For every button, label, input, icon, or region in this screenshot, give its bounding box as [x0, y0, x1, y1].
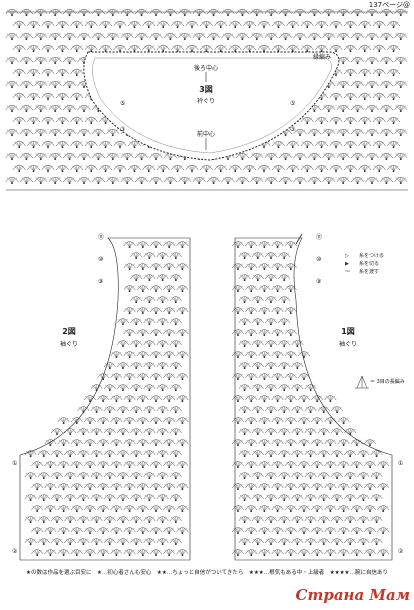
armhole-left-outline [19, 237, 191, 561]
row-marker: ⑩ [98, 256, 104, 263]
page-reference: 137ページ@ [368, 1, 410, 9]
row-marker: ① [12, 460, 18, 467]
figure3-title: 3図 [199, 85, 213, 94]
figure2-title: 2図 [62, 327, 76, 336]
stitch-symbol-label: ＝ 3目の長編み [370, 379, 405, 385]
neckline-inner-edge [92, 57, 332, 154]
figure1-subtitle: 袖ぐり [338, 341, 358, 348]
figure2-subtitle: 袖ぐり [59, 341, 79, 348]
arrow-start-marker [295, 233, 303, 245]
row-marker: ③ [120, 126, 126, 133]
legend: ▷糸をつける ▶糸を切る 〜糸を渡す [345, 252, 384, 276]
front-center-label: 前中心 [196, 131, 216, 138]
row-marker: ⑪ [98, 234, 105, 241]
difficulty-footer: ★の数は作品を選ぶ目安に ★…初心者さんも安心 ★★…ちょっと自信がついてきたら… [26, 570, 388, 576]
legend-item-attach: ▷糸をつける [345, 253, 385, 259]
row-marker: ⑪ [316, 234, 323, 241]
legend-item-cut: ▶糸を切る [345, 261, 380, 267]
row-marker: ② [12, 548, 18, 555]
row-marker: ⑩ [316, 256, 322, 263]
row-marker: ⑨ [98, 278, 104, 285]
site-watermark: Страна Мам [295, 586, 410, 604]
row-marker: ⑤ [290, 100, 296, 107]
back-center-label: 後ろ中心 [193, 65, 219, 72]
row-marker: ⑤ [120, 100, 126, 107]
figure3-subtitle: 衿ぐり [196, 98, 216, 105]
row-marker: ⑨ [316, 278, 322, 285]
row-marker: ① [398, 460, 404, 467]
neckline-outline [83, 51, 340, 161]
row-marker: ② [398, 548, 404, 555]
legend-item-carry: 〜糸を渡す [345, 269, 380, 275]
armhole-right-outline [234, 237, 393, 561]
figure2-stitch-pattern [24, 241, 189, 557]
stitch-symbol-sample [355, 375, 369, 389]
figure1-stitch-pattern [232, 241, 390, 557]
row-marker: ③ [290, 126, 296, 133]
figure1-title: 1図 [341, 327, 355, 336]
side-join-label: 縁編み [313, 54, 332, 61]
